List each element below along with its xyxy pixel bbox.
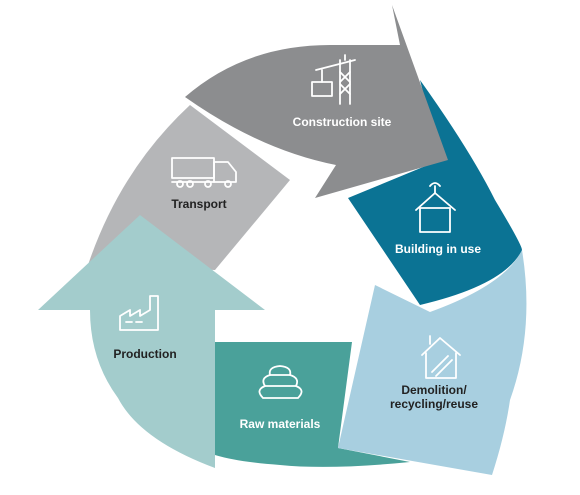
stage-demolition-arrow: [338, 250, 527, 475]
factory-icon: [119, 295, 159, 331]
construction-site-label: Construction site: [292, 115, 392, 129]
demolished-house-icon: [421, 335, 461, 379]
raw-materials-label: Raw materials: [239, 417, 321, 431]
building-in-use-label: Building in use: [395, 242, 481, 256]
demolition-label: Demolition/ recycling/reuse: [389, 383, 479, 411]
crane-icon: [311, 54, 356, 105]
truck-icon: [171, 157, 237, 188]
house-icon: [415, 182, 456, 233]
production-label: Production: [113, 347, 177, 361]
stage-construction-arrow: [185, 5, 448, 198]
transport-label: Transport: [171, 197, 227, 211]
stage-raw-materials-arrow: [215, 342, 410, 467]
stacked-material-icon: [258, 365, 303, 399]
stage-production-arrow: [38, 215, 265, 468]
